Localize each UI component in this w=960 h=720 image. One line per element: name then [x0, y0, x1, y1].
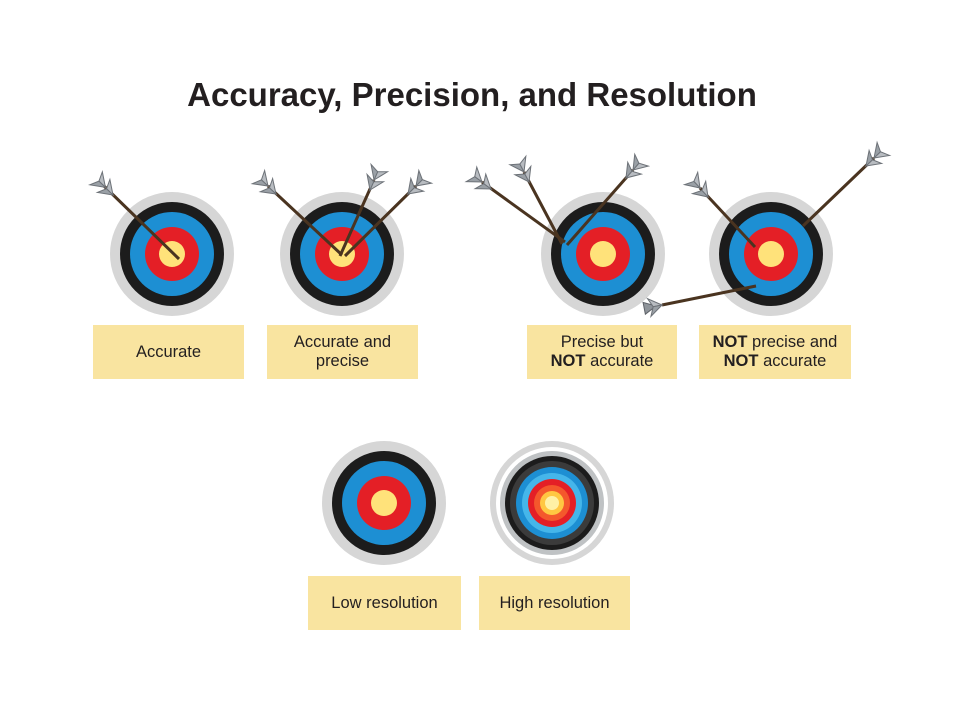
arrow-icon	[565, 153, 649, 246]
target-high-resolution	[490, 441, 614, 565]
caption-high-resolution: High resolution	[479, 576, 630, 630]
caption-not-precise-not-accurate: NOT precise and NOT accurate	[699, 325, 851, 379]
target-not-precise-not-accurate	[709, 192, 833, 316]
caption-accurate-precise: Accurate and precise	[267, 325, 418, 379]
arrow-icon	[338, 163, 389, 257]
caption-accurate: Accurate	[93, 325, 244, 379]
target-precise-not-accurate	[541, 192, 665, 316]
caption-emphasis: NOT	[712, 333, 748, 351]
caption-emphasis: NOT	[550, 352, 586, 370]
arrow-icon	[251, 170, 344, 257]
arrow-icon	[801, 141, 891, 228]
caption-emphasis: NOT	[723, 352, 759, 370]
caption-line: High resolution	[499, 593, 610, 612]
caption-text: accurate	[758, 352, 827, 370]
caption-line: Precise but	[560, 333, 644, 351]
arrow-icon	[684, 171, 757, 249]
caption-line: Accurate and	[293, 333, 392, 351]
caption-line: NOT accurate	[703, 352, 847, 371]
arrow-icon	[642, 284, 757, 317]
arrow-icon	[509, 155, 564, 245]
caption-line: Accurate	[135, 342, 202, 361]
page-title: Accuracy, Precision, and Resolution	[187, 76, 757, 113]
caption-line: precise	[315, 352, 370, 370]
arrow-icon	[465, 166, 566, 244]
caption-line: NOT accurate	[531, 352, 673, 371]
caption-low-resolution: Low resolution	[308, 576, 461, 630]
caption-text: precise and	[747, 333, 838, 351]
caption-precise-not-accurate: Precise but NOT accurate	[527, 325, 677, 379]
caption-text: accurate	[585, 352, 654, 370]
caption-line: NOT precise and	[703, 333, 847, 352]
target-low-resolution	[322, 441, 446, 565]
arrow-icon	[89, 171, 181, 261]
arrow-icon	[343, 169, 433, 258]
caption-line: Low resolution	[331, 593, 438, 612]
